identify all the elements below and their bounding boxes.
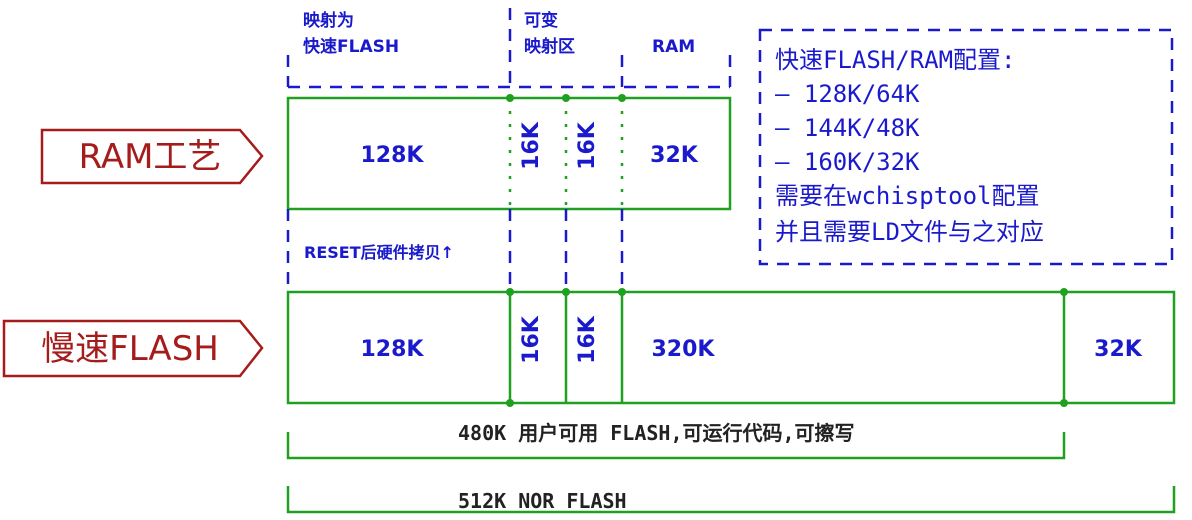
header-mapped-line2: 快速FLASH — [303, 36, 399, 57]
header-labels: 映射为 快速FLASH 可变 映射区 RAM — [303, 10, 695, 57]
slow-flash-tag: 慢速FLASH — [2, 319, 264, 378]
ram-cell-128k: 128K — [361, 143, 425, 168]
reset-copy-note: RESET后硬件拷贝↑ — [304, 243, 454, 262]
config-note-line1: 需要在wchisptool配置 — [775, 182, 1040, 210]
flash-cell-128k: 128K — [361, 337, 425, 362]
flash-cell-16k-b: 16K — [575, 315, 600, 364]
header-variable-line1: 可变 — [524, 10, 558, 31]
ram-cell-16k-b: 16K — [575, 121, 600, 170]
ram-process-label: RAM工艺 — [79, 137, 222, 177]
total-flash-bracket: 512K NOR FLASH — [286, 486, 1176, 514]
flash-row: 128K 16K 16K 320K 32K — [286, 288, 1176, 407]
config-note-line2: 并且需要LD文件与之对应 — [775, 218, 1044, 246]
config-option-1: – 128K/64K — [775, 80, 920, 108]
config-option-2: – 144K/48K — [775, 114, 920, 142]
ram-row: 128K 16K 16K 32K — [286, 94, 732, 211]
config-title: 快速FLASH/RAM配置: — [775, 46, 1016, 74]
ram-cell-16k-a: 16K — [519, 121, 544, 170]
header-dashed-bracket — [286, 8, 732, 89]
slow-flash-label: 慢速FLASH — [41, 329, 219, 369]
config-option-3: – 160K/32K — [775, 148, 920, 176]
header-ram: RAM — [652, 37, 695, 57]
ram-cell-32k: 32K — [650, 143, 699, 168]
reset-copy-connectors — [286, 209, 624, 292]
header-variable-line2: 映射区 — [524, 36, 575, 57]
config-box: 快速FLASH/RAM配置: – 128K/64K – 144K/48K – 1… — [758, 28, 1174, 266]
flash-cell-32k: 32K — [1094, 337, 1143, 362]
flash-cell-16k-a: 16K — [519, 315, 544, 364]
user-flash-label: 480K 用户可用 FLASH,可运行代码,可擦写 — [458, 421, 855, 445]
header-mapped-line1: 映射为 — [303, 10, 354, 31]
flash-cell-320k: 320K — [652, 337, 716, 362]
user-flash-bracket: 480K 用户可用 FLASH,可运行代码,可擦写 — [286, 421, 1066, 460]
total-flash-label: 512K NOR FLASH — [458, 489, 627, 513]
ram-process-tag: RAM工艺 — [40, 128, 264, 185]
